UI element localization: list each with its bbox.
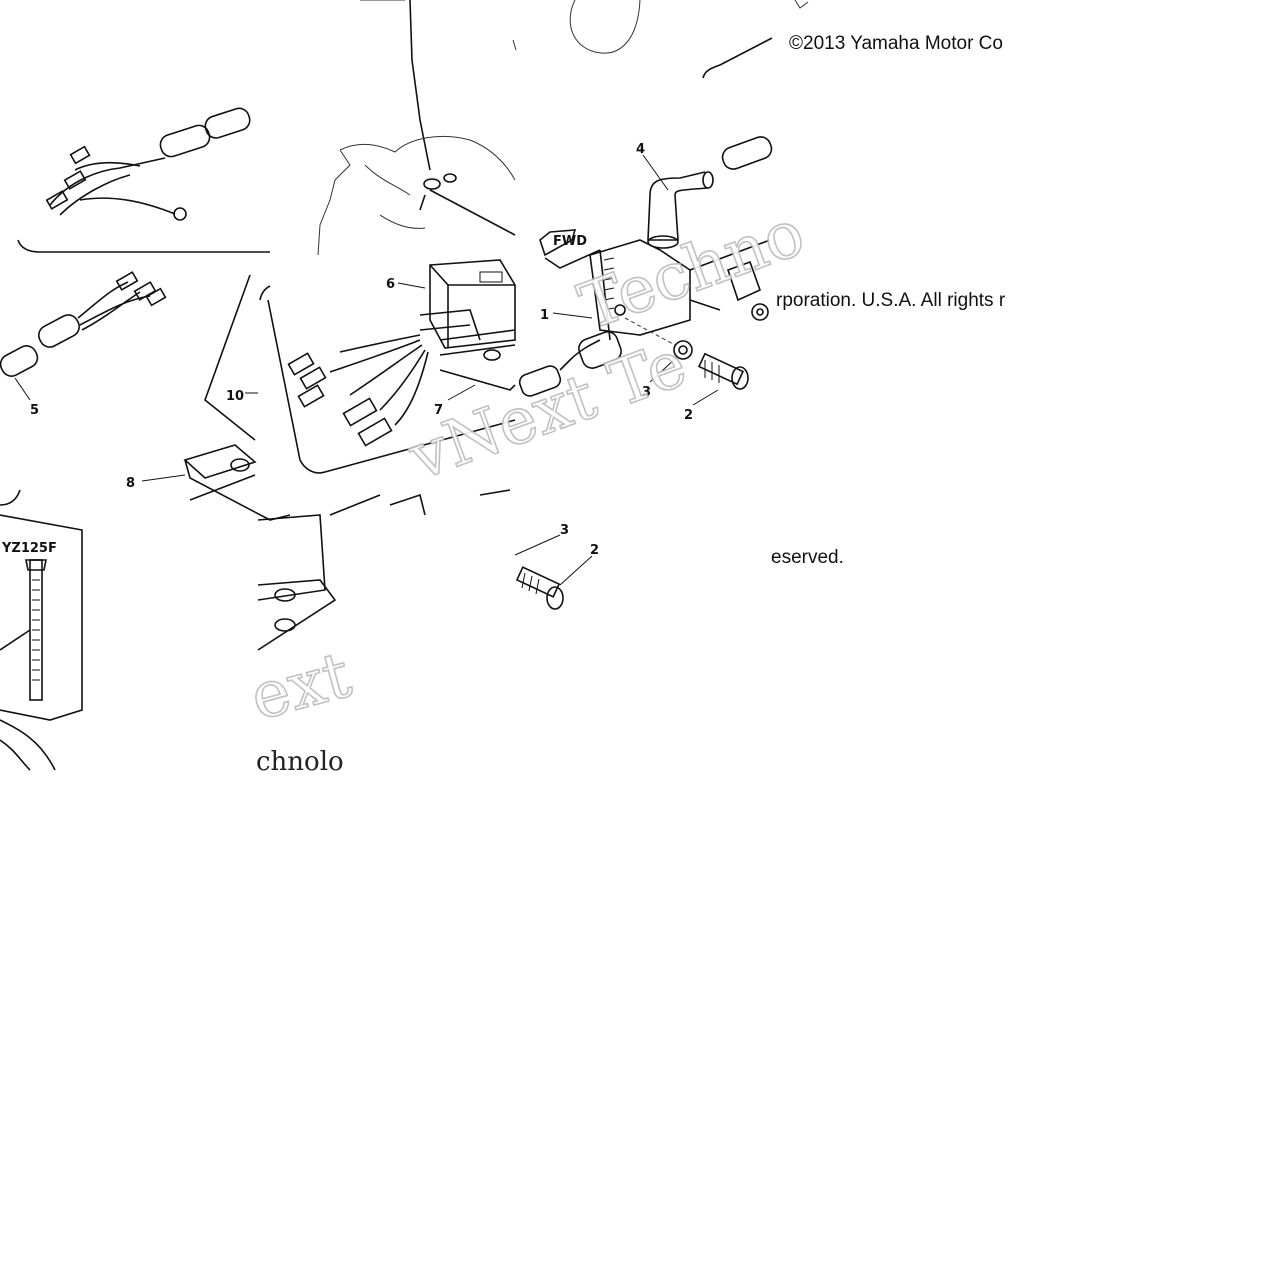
callout-5: 5: [30, 403, 39, 418]
callout-3-upper: 3: [642, 385, 651, 400]
washer-3-upper: 3: [624, 317, 693, 400]
fwd-indicator: FWD: [539, 229, 601, 269]
ignition-coil-1: 1: [518, 239, 771, 397]
wire-harness-upper: [17, 107, 270, 253]
watermark-text-a: vNext Te: [399, 327, 696, 495]
cdi-harness-10: 10: [204, 274, 516, 474]
bolt-2-lower: 2 3: [514, 523, 599, 610]
cdi-fragment-lower: [257, 489, 511, 651]
copyright-line-1: ©2013 Yamaha Motor Co: [789, 33, 1003, 54]
wire-harness-5: 5: [0, 271, 167, 506]
callout-3-lower: 3: [560, 523, 569, 538]
callout-8: 8: [126, 476, 135, 491]
model-label: YZ125F: [1, 541, 57, 556]
callout-2-lower: 2: [590, 543, 599, 558]
copyright-line-2: rporation. U.S.A. All rights r: [776, 290, 1006, 311]
fuel-tank-outline: [512, 0, 809, 79]
copyright-line-3: eserved.: [771, 547, 844, 568]
watermark: vNext Te Techno ext chnolo: [242, 195, 814, 777]
callout-1: 1: [540, 308, 549, 323]
bracket-8: 8: [126, 444, 291, 521]
cable-tie-panel: YZ125F: [0, 514, 83, 771]
callout-10: 10: [226, 389, 244, 404]
callout-6: 6: [386, 277, 395, 292]
plug-cap-4: 4: [636, 136, 773, 249]
watermark-text-c: ext: [243, 638, 359, 735]
callout-2-upper: 2: [684, 408, 693, 423]
watermark-text-d: chnolo: [256, 747, 344, 777]
frame-outline: [317, 0, 516, 256]
fwd-label: FWD: [553, 234, 587, 249]
cdi-unit-6: 6 7: [386, 259, 516, 418]
callout-7: 7: [434, 403, 443, 418]
callout-4: 4: [636, 142, 645, 157]
bolt-2-upper: 2: [684, 352, 749, 423]
watermark-text-b: Techno: [570, 196, 814, 345]
